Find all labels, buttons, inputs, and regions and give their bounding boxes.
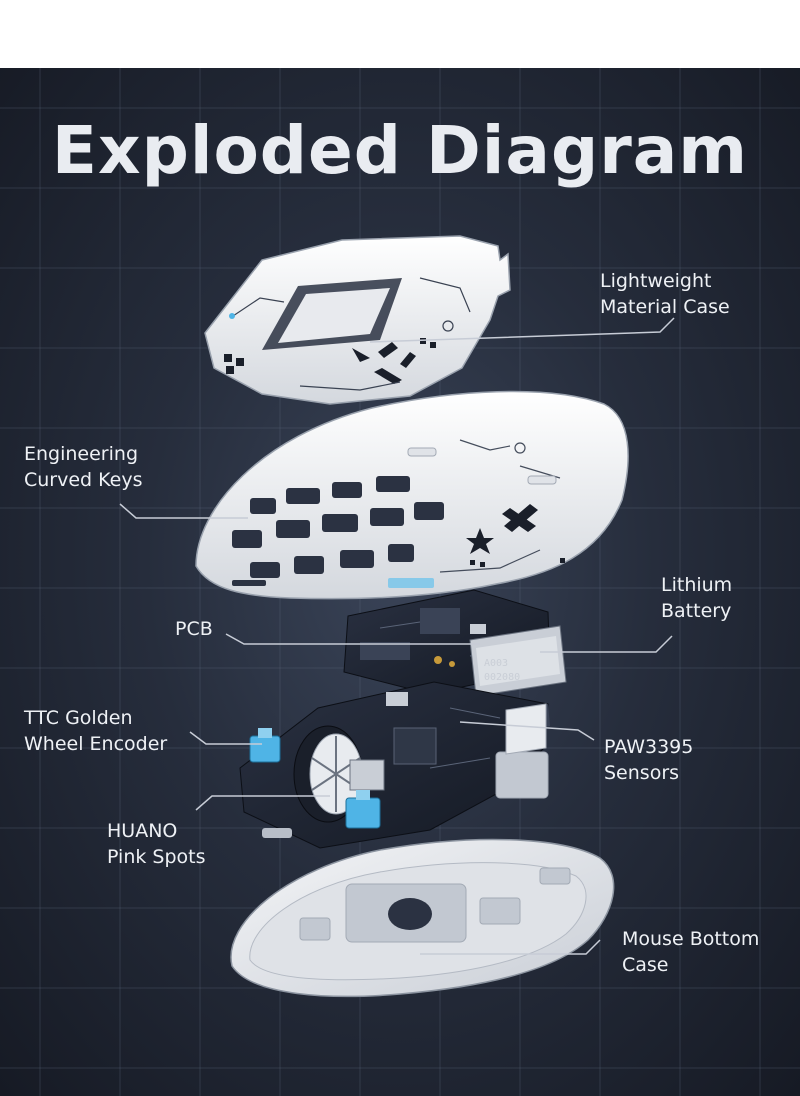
label-line: Material Case (600, 296, 730, 318)
label-paw-sensor: PAW3395 Sensors (604, 734, 693, 786)
lithium-battery (469, 625, 567, 697)
switch-blue-right (345, 790, 381, 829)
pcb-marking-1: A003 (484, 658, 508, 669)
scroll-wheel-encoder (293, 725, 385, 823)
label-line: Lithium (661, 574, 733, 596)
leader-line-bottom-case (420, 939, 601, 955)
bottom-case (230, 703, 615, 998)
label-huano-switches: HUANO Pink Spots (107, 818, 206, 870)
label-ttc-encoder: TTC Golden Wheel Encoder (24, 705, 167, 757)
label-line: PCB (175, 618, 213, 640)
label-line: Wheel Encoder (24, 733, 168, 755)
label-line: Case (622, 954, 669, 976)
leader-line-lightweight-case (369, 317, 675, 343)
label-line: Mouse Bottom (622, 928, 760, 950)
leader-line-pcb (225, 633, 480, 645)
label-line: Battery (661, 600, 732, 622)
leader-line-paw-sensor (459, 721, 595, 741)
label-engineering-keys: Engineering Curved Keys (24, 441, 143, 493)
leader-lines (119, 317, 675, 955)
label-lightweight-case: Lightweight Material Case (600, 268, 730, 320)
label-line: HUANO (107, 820, 178, 842)
leader-line-ttc-encoder (189, 731, 262, 745)
label-bottom-case: Mouse Bottom Case (622, 926, 759, 978)
label-lithium-battery: Lithium Battery (661, 572, 732, 624)
label-line: TTC Golden (24, 707, 133, 729)
label-line: Pink Spots (107, 846, 206, 868)
label-line: Sensors (604, 762, 680, 784)
leader-line-huano-switches (195, 795, 330, 811)
leader-line-engineering-keys (119, 503, 248, 519)
pcb-marking-2: 002080 (484, 672, 520, 683)
label-line: Lightweight (600, 270, 712, 292)
mouse-exploded-illustration: A003 002080 (119, 235, 675, 998)
label-pcb: PCB (175, 616, 213, 642)
label-line: Curved Keys (24, 469, 143, 491)
top-cover-plate (204, 235, 511, 405)
switch-blue-left (249, 728, 281, 763)
exploded-diagram-poster: Exploded Diagram (0, 68, 800, 1096)
label-line: PAW3395 (604, 736, 694, 758)
label-line: Engineering (24, 443, 138, 465)
top-shell (195, 390, 629, 600)
leader-line-lithium-battery (540, 635, 673, 653)
page-title: Exploded Diagram (51, 112, 749, 189)
pcb-markings: A003 002080 (484, 658, 520, 683)
